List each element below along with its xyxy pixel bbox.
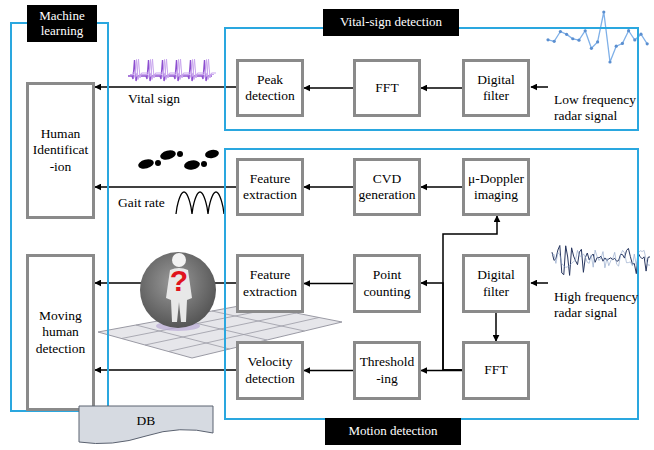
sample-dot [553, 40, 556, 43]
human-figure [140, 252, 216, 331]
document-outline [79, 406, 213, 444]
box-label: Feature extraction [242, 171, 298, 203]
box-label: Feature extraction [242, 267, 298, 299]
flow-arrow [95, 186, 236, 188]
footprint [201, 161, 207, 167]
footprint [159, 149, 177, 162]
process-box: Digital filter [462, 254, 530, 313]
floor-plane [98, 304, 342, 358]
flow-arrow [95, 86, 236, 88]
sample-dot [546, 38, 549, 41]
flow-arrow [304, 186, 353, 188]
sample-dot [596, 40, 599, 43]
sample-dot [621, 42, 624, 45]
box-label: CVD generation [359, 171, 416, 203]
process-box: Digital filter [462, 59, 530, 117]
process-box: Feature extraction [236, 254, 304, 313]
sample-dot [615, 45, 618, 48]
box-label: μ-Doppler imaging [468, 171, 524, 203]
signal-arrow [531, 86, 548, 88]
figure-circle [140, 252, 216, 328]
group-header: Motion detection [325, 418, 461, 445]
vital-sign-wave [128, 60, 212, 81]
gait-wave [176, 192, 224, 214]
box-label: Moving human detection [32, 308, 89, 357]
footprint [155, 160, 161, 166]
high-frequency-wave [552, 250, 650, 268]
flow-arrow [421, 87, 462, 89]
flow-arrow [95, 369, 236, 371]
process-box: Peak detection [236, 59, 304, 117]
group-header: Vital-sign detection [323, 9, 459, 36]
sample-dot [646, 42, 649, 45]
sample-dot [633, 38, 636, 41]
box-label: FFT [375, 80, 398, 96]
group-header: Machine learning [27, 5, 97, 42]
box-label: FFT [484, 362, 507, 378]
input-signal-name: High frequency radar signal [554, 289, 650, 321]
vital-sign-wave [130, 60, 214, 80]
vital-sign-wave [132, 59, 216, 78]
box-label: Point counting [359, 267, 415, 299]
flow-arrow [304, 283, 353, 285]
motion-detection-group: Motion detectionFeature extractionCVD ge… [224, 148, 639, 420]
sample-dot [559, 30, 562, 33]
footprint [204, 149, 219, 159]
process-box: Threshold -ing [353, 341, 421, 400]
process-box: Point counting [353, 254, 421, 313]
question-mark: ? [166, 266, 192, 296]
flow-arrow [421, 283, 462, 370]
figure-head [172, 253, 186, 267]
flow-arrow [421, 186, 462, 188]
signal-name: Vital sign [128, 91, 212, 107]
waveforms [128, 10, 650, 275]
input-signal-name: Low frequency radar signal [554, 92, 650, 124]
process-box: CVD generation [353, 158, 421, 216]
sample-dot [602, 10, 605, 13]
sample-dot [590, 47, 593, 50]
floor-grid [98, 304, 342, 358]
process-box: Velocity detection [236, 341, 304, 400]
footprint [183, 159, 200, 171]
sample-dot [639, 33, 642, 36]
box-label: Human Identificat -ion [32, 126, 89, 175]
database-document: DB [78, 405, 214, 445]
process-box: FFT [353, 59, 421, 117]
footprints [137, 149, 219, 171]
footprint [177, 151, 183, 157]
low-frequency-wave [548, 12, 647, 62]
machine-learning-group: Machine learningHuman Identificat -ionMo… [10, 22, 109, 412]
sample-dot [577, 39, 580, 42]
process-box: FFT [462, 341, 530, 400]
process-box: μ-Doppler imaging [462, 158, 530, 216]
footprint [137, 158, 155, 171]
database-label: DB [137, 413, 156, 429]
sample-dot [571, 37, 574, 40]
flow-arrow [304, 370, 353, 372]
process-box: Human Identificat -ion [26, 82, 95, 219]
process-box: Feature extraction [236, 158, 304, 216]
box-label: Peak detection [242, 72, 298, 104]
flow-arrow [304, 87, 353, 89]
box-label: Threshold -ing [359, 354, 415, 386]
sample-dot [627, 29, 630, 32]
box-label: Velocity detection [242, 354, 298, 386]
box-label: Digital filter [468, 267, 524, 299]
signal-arrow [531, 282, 548, 284]
signal-name: Gait rate [118, 195, 176, 211]
box-label: Digital filter [468, 72, 524, 104]
process-box: Moving human detection [26, 254, 95, 411]
sample-dot [565, 33, 568, 36]
sample-dot [584, 29, 587, 32]
sample-dot [608, 60, 611, 63]
high-frequency-wave [552, 246, 650, 276]
flow-arrow [495, 313, 497, 341]
